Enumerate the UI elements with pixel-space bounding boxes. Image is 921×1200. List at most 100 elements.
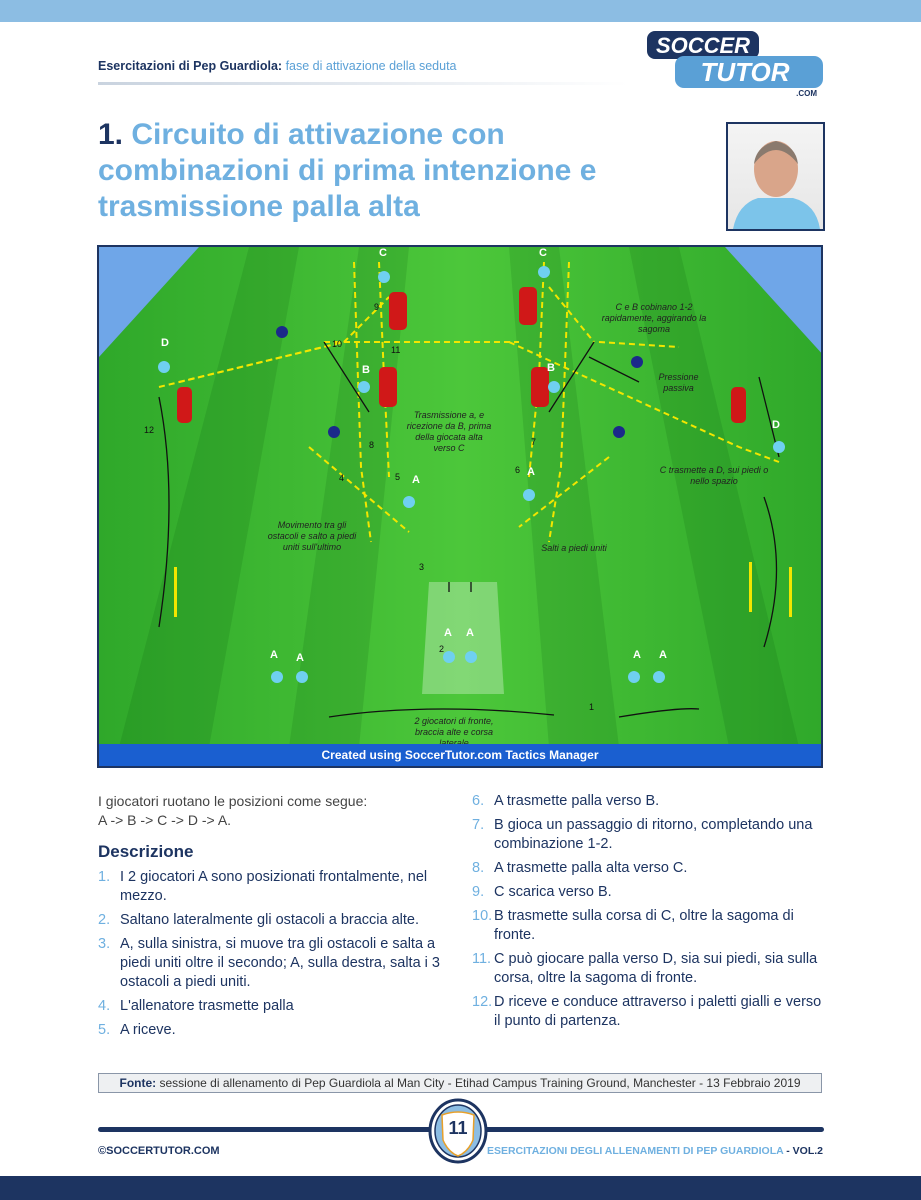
item-number: 4.: [98, 998, 111, 1014]
item-text: L'allenatore trasmette palla: [120, 998, 294, 1014]
step-number: 10: [332, 339, 343, 349]
note-c-to-d: C trasmette a D, sui piedi o nello spazi…: [659, 465, 769, 486]
step-number: 11: [391, 345, 401, 355]
soccertutor-logo: SOCCER TUTOR .COM: [647, 31, 823, 98]
list-item: 9. C scarica verso B.: [472, 883, 827, 902]
player-label-a: A: [659, 649, 667, 661]
item-number: 11.: [472, 951, 492, 967]
item-text: A trasmette palla alta verso C.: [494, 860, 688, 876]
source-box: Fonte: sessione di allenamento di Pep Gu…: [98, 1073, 822, 1093]
exercise-title: Circuito di attivazione con combinazioni…: [98, 118, 597, 223]
exercise-number: 1.: [98, 118, 124, 151]
footer-book-title: ESERCITAZIONI DEGLI ALLENAMENTI DI PEP G…: [487, 1145, 823, 1157]
item-number: 3.: [98, 936, 111, 952]
step-number: 2: [439, 644, 445, 654]
player-label-a: A: [412, 474, 420, 486]
player-label-d: D: [772, 419, 780, 431]
rotation-intro: I giocatori ruotano le posizioni come se…: [98, 792, 458, 830]
header-subtitle: fase di attivazione della seduta: [285, 59, 457, 73]
description-list-left: 1. I 2 giocatori A sono posizionati front…: [98, 868, 458, 1045]
item-number: 10.: [472, 908, 493, 924]
description-heading: Descrizione: [98, 842, 194, 861]
pitch: [99, 247, 821, 766]
step-number: 9: [374, 302, 380, 312]
list-item: 5. A riceve.: [98, 1021, 458, 1040]
list-item: 10.B trasmette sulla corsa di C, oltre l…: [472, 907, 827, 945]
book-title: ESERCITAZIONI DEGLI ALLENAMENTI DI PEP G…: [486, 1145, 784, 1157]
item-text: C può giocare palla verso D, sia sui pie…: [494, 951, 818, 986]
player-label-a: A: [444, 627, 452, 639]
intro-line: A -> B -> C -> D -> A.: [98, 812, 232, 828]
player-label-c: C: [539, 247, 547, 259]
item-text: A riceve.: [120, 1022, 176, 1038]
step-number: 8: [369, 440, 375, 450]
player-label-b: B: [547, 362, 555, 374]
note-two-players: 2 giocatori di fronte, braccia alte e co…: [414, 716, 494, 748]
svg-text:SOCCER: SOCCER: [656, 33, 750, 58]
item-text: D riceve e conduce attraverso i paletti …: [494, 994, 822, 1029]
coach-photo: [726, 122, 825, 231]
step-number: 3: [419, 562, 425, 572]
training-diagram: C C D D B B A A A A A A A A 1 2 3 4 5 6 …: [97, 245, 823, 768]
item-text: B trasmette sulla corsa di C, oltre la s…: [494, 908, 794, 943]
step-number: 12: [144, 425, 155, 435]
list-item: 3. A, sulla sinistra, si muove tra gli os…: [98, 935, 458, 992]
item-number: 1.: [98, 869, 111, 885]
player-label-c: C: [379, 247, 387, 259]
item-number: 6.: [472, 793, 485, 809]
item-text: Saltano lateralmente gli ostacoli a brac…: [120, 912, 420, 928]
bottom-bar: [0, 1176, 921, 1200]
step-number: 1: [589, 702, 595, 712]
list-item: 7. B gioca un passaggio di ritorno, compl…: [472, 816, 827, 854]
list-item: 11.C può giocare palla verso D, sia sui …: [472, 950, 827, 988]
svg-text:.COM: .COM: [796, 89, 817, 98]
player-label-b: B: [362, 364, 370, 376]
step-number: 5: [395, 472, 401, 482]
note-movement: Movimento tra gli ostacoli e salto a pie…: [267, 520, 357, 552]
list-item: 4. L'allenatore trasmette palla: [98, 997, 458, 1016]
list-item: 1. I 2 giocatori A sono posizionati front…: [98, 868, 458, 906]
footer-copyright: ©SOCCERTUTOR.COM: [98, 1145, 220, 1157]
player-label-a: A: [296, 652, 304, 664]
player-label-a: A: [527, 466, 535, 478]
player-label-a: A: [270, 649, 278, 661]
item-number: 2.: [98, 912, 111, 928]
player-label-d: D: [161, 337, 169, 349]
note-cb-combo: C e B cobinano 1-2 rapidamente, aggirand…: [601, 302, 707, 334]
note-jumps: Salti a piedi uniti: [541, 543, 607, 553]
description-list-right: 6. A trasmette palla verso B. 7. B gioca u…: [472, 792, 827, 1036]
top-bar: [0, 0, 921, 22]
item-number: 7.: [472, 817, 485, 833]
running-header: Esercitazioni di Pep Guardiola: fase di …: [98, 59, 457, 73]
page-title: 1. Circuito di attivazione con combinazi…: [98, 117, 698, 225]
player-label-a: A: [633, 649, 641, 661]
header-title: Esercitazioni di Pep Guardiola:: [98, 59, 283, 73]
list-item: 6. A trasmette palla verso B.: [472, 792, 827, 811]
note-transmission: Trasmissione a, e ricezione da B, prima …: [406, 410, 492, 453]
list-item: 12.D riceve e conduce attraverso i palet…: [472, 993, 827, 1031]
step-number: 7: [531, 437, 537, 447]
item-number: 9.: [472, 884, 485, 900]
page-badge-icon: [428, 1098, 488, 1164]
volume: - VOL.2: [786, 1145, 823, 1157]
source-label: Fonte:: [119, 1076, 157, 1090]
header-rule: [98, 82, 628, 85]
svg-text:TUTOR: TUTOR: [700, 57, 789, 87]
item-number: 8.: [472, 860, 485, 876]
step-number: 6: [515, 465, 521, 475]
diagram-banner: Created using SoccerTutor.com Tactics Ma…: [99, 744, 821, 766]
item-text: C scarica verso B.: [494, 884, 612, 900]
source-text: sessione di allenamento di Pep Guardiola…: [159, 1076, 801, 1090]
note-pressure: Pressione passiva: [658, 372, 699, 393]
item-text: A trasmette palla verso B.: [494, 793, 660, 809]
item-text: B gioca un passaggio di ritorno, complet…: [494, 817, 813, 852]
list-item: 8. A trasmette palla alta verso C.: [472, 859, 827, 878]
item-text: I 2 giocatori A sono posizionati frontal…: [120, 869, 428, 904]
page-number: 11: [448, 1118, 468, 1138]
item-number: 5.: [98, 1022, 111, 1038]
step-number: 4: [339, 473, 345, 483]
item-number: 12.: [472, 994, 493, 1010]
item-text: A, sulla sinistra, si muove tra gli osta…: [120, 936, 440, 990]
player-label-a: A: [466, 627, 474, 639]
intro-line: I giocatori ruotano le posizioni come se…: [98, 793, 368, 809]
